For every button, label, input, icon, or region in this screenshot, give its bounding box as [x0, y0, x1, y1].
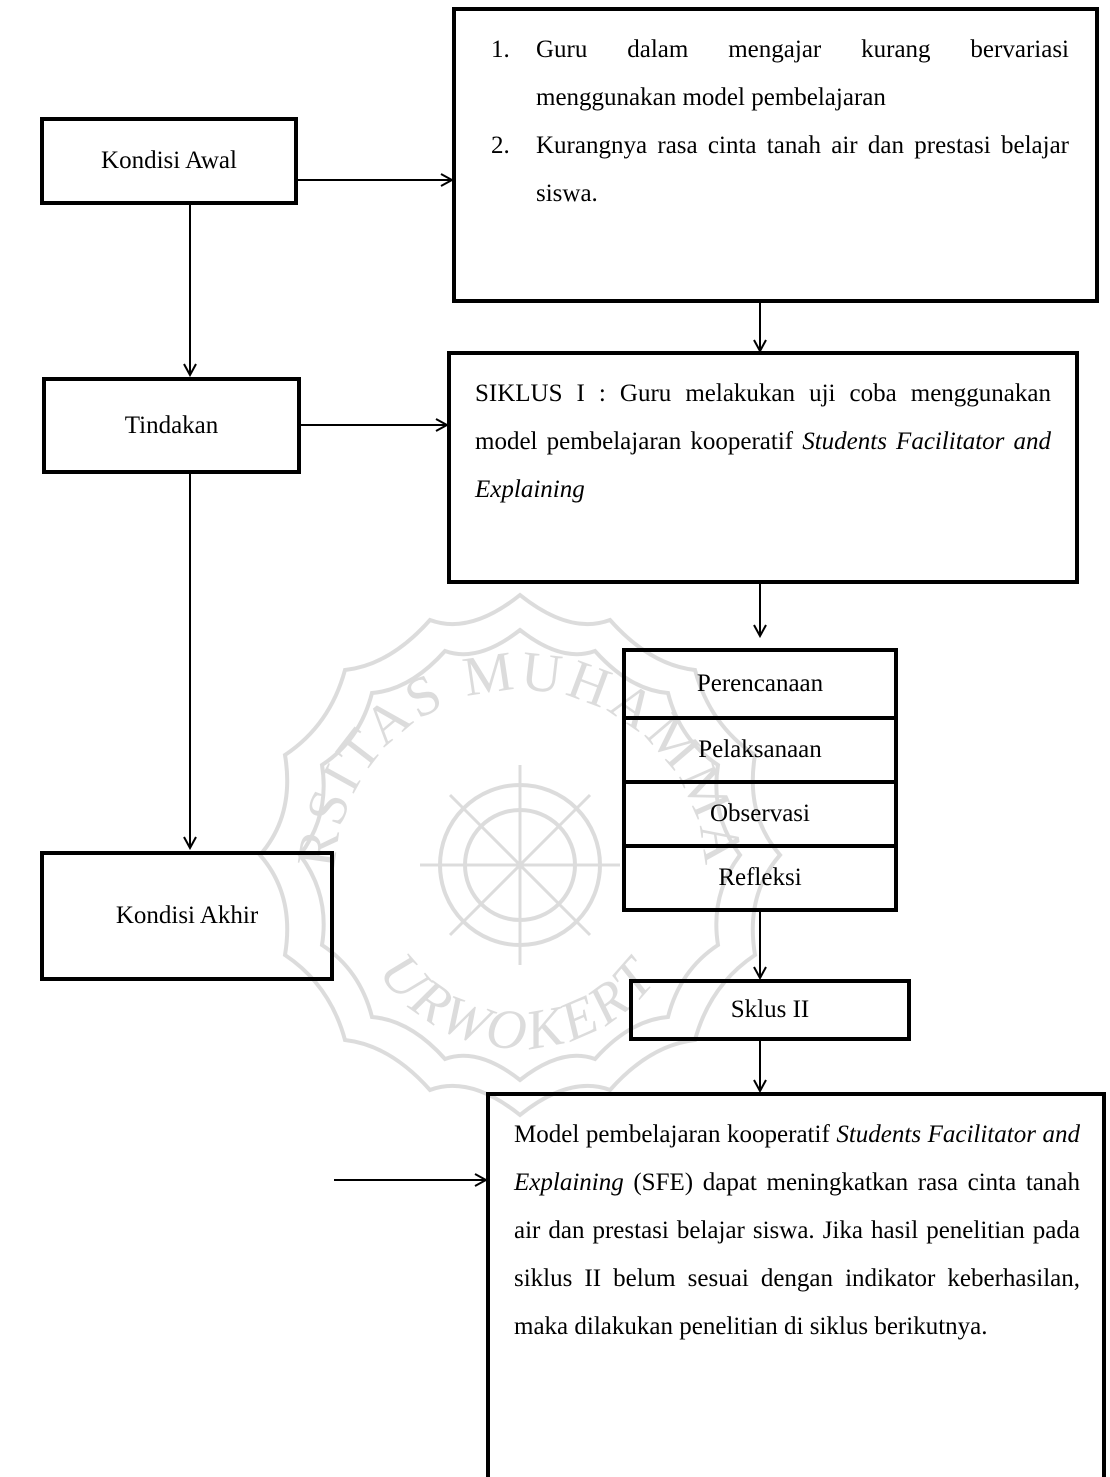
university-seal-watermark: UNIVERSITAS MUHAMMADIYAH PURWOKERTO — [240, 575, 783, 1118]
step-perencanaan: Perencanaan — [622, 648, 898, 720]
step-pelaksanaan-label: Pelaksanaan — [698, 736, 822, 763]
akhir-model-name: Students Facilitator and Explaining — [514, 1121, 1080, 1196]
akhir-text-part2: (SFE) dapat meningkatkan rasa cinta tana… — [514, 1169, 1080, 1340]
siklus-1-box: SIKLUS I : Guru melakukan uji coba mengg… — [447, 351, 1079, 584]
akhir-text-part1: Model pembelajaran kooperatif — [514, 1121, 837, 1148]
kondisi-akhir-box: Kondisi Akhir — [40, 851, 334, 981]
tindakan-label: Tindakan — [124, 411, 219, 439]
step-refleksi-label: Refleksi — [718, 864, 802, 891]
kondisi-awal-item-1: Guru dalam mengajar kurang bervariasi me… — [516, 26, 1069, 122]
kondisi-awal-details-box: Guru dalam mengajar kurang bervariasi me… — [452, 7, 1099, 303]
kondisi-akhir-label: Kondisi Akhir — [115, 902, 259, 929]
kondisi-awal-box: Kondisi Awal — [40, 117, 298, 205]
kondisi-awal-item-2: Kurangnya rasa cinta tanah air dan prest… — [516, 122, 1069, 218]
siklus-2-label: Sklus II — [730, 996, 810, 1023]
tindakan-box: Tindakan — [42, 377, 301, 474]
kondisi-awal-label: Kondisi Awal — [101, 147, 237, 174]
step-observasi: Observasi — [622, 780, 898, 848]
step-pelaksanaan: Pelaksanaan — [622, 716, 898, 784]
siklus-1-model-name: Students Facilitator and Explaining — [475, 428, 1051, 503]
step-perencanaan-label: Perencanaan — [696, 670, 824, 697]
kondisi-akhir-details-box: Model pembelajaran kooperatif Students F… — [486, 1092, 1106, 1477]
kondisi-awal-list: Guru dalam mengajar kurang bervariasi me… — [456, 26, 1069, 218]
siklus-2-box: Sklus II — [629, 979, 911, 1041]
step-refleksi: Refleksi — [622, 844, 898, 912]
step-observasi-label: Observasi — [710, 800, 810, 827]
siklus-1-text: SIKLUS I : Guru melakukan uji coba mengg… — [475, 380, 1051, 455]
